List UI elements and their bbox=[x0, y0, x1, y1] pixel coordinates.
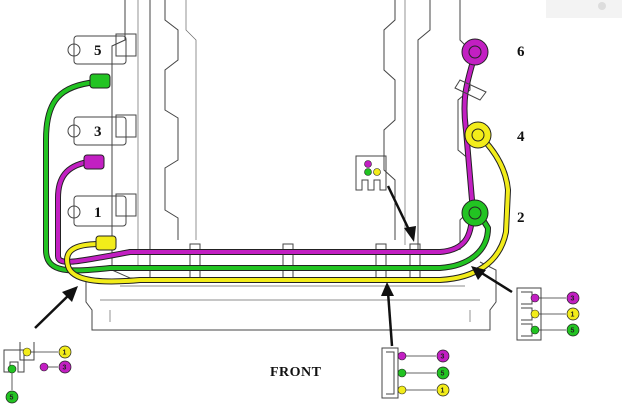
coil-label-1: 1 bbox=[94, 205, 102, 221]
left-callout-green-number: 5 bbox=[10, 395, 14, 402]
clip-callout-top bbox=[355, 155, 387, 191]
coil-label-3: 3 bbox=[94, 124, 102, 140]
coil-label-5: 5 bbox=[94, 43, 102, 59]
plug-boot-4: 4 bbox=[464, 121, 525, 149]
clip-callout-bottom: 3 5 1 bbox=[381, 347, 450, 399]
bottom-callout-yellow-number: 1 bbox=[441, 388, 445, 395]
plug-boot-2: 2 bbox=[461, 199, 525, 227]
corner-gradient-mark bbox=[546, 0, 622, 18]
right-callout-magenta-number: 3 bbox=[571, 296, 575, 303]
right-callout-yellow-number: 1 bbox=[571, 312, 575, 319]
front-label: FRONT bbox=[270, 365, 322, 380]
bottom-callout-green-number: 5 bbox=[441, 371, 445, 378]
wire-green bbox=[44, 80, 490, 273]
callout-arrows bbox=[34, 185, 513, 347]
left-coil-boots bbox=[83, 73, 117, 251]
bottom-callout-magenta-number: 3 bbox=[441, 354, 445, 361]
left-callout-magenta-number: 3 bbox=[63, 365, 67, 372]
coil-pack-3: 3 bbox=[67, 114, 137, 146]
spark-plug-wires bbox=[43, 55, 511, 285]
plug-label-6: 6 bbox=[517, 44, 525, 60]
coil-pack-5: 5 bbox=[67, 33, 137, 65]
left-callout-yellow-number: 1 bbox=[63, 350, 67, 357]
coil-pack-1: 1 bbox=[67, 193, 137, 227]
right-callout-green-number: 5 bbox=[571, 328, 575, 335]
wire-yellow bbox=[65, 134, 510, 284]
wire-magenta bbox=[56, 56, 476, 264]
plug-label-2: 2 bbox=[517, 210, 525, 226]
plug-boot-6: 6 bbox=[454, 38, 525, 101]
engine-block-outline bbox=[85, 0, 497, 331]
clip-callout-right: 3 1 5 bbox=[516, 287, 580, 341]
plug-label-4: 4 bbox=[517, 129, 525, 145]
clip-callout-left: 1 3 5 bbox=[3, 342, 72, 404]
